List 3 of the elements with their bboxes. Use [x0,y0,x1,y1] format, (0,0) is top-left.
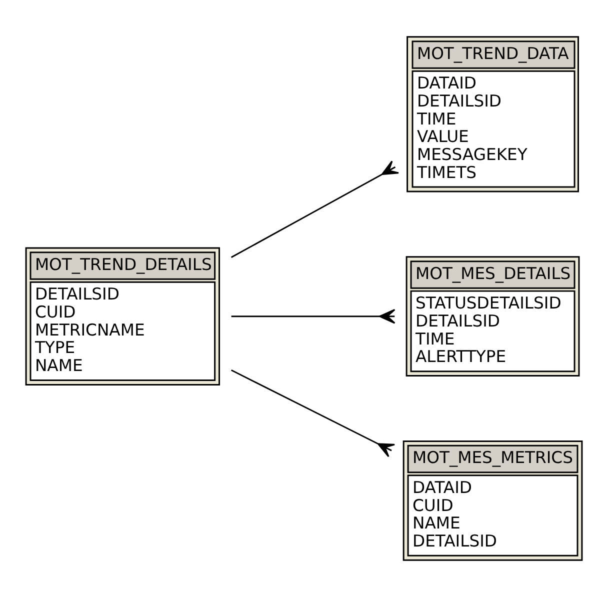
connector [230,160,400,258]
connector [231,308,396,324]
connector [231,368,396,457]
